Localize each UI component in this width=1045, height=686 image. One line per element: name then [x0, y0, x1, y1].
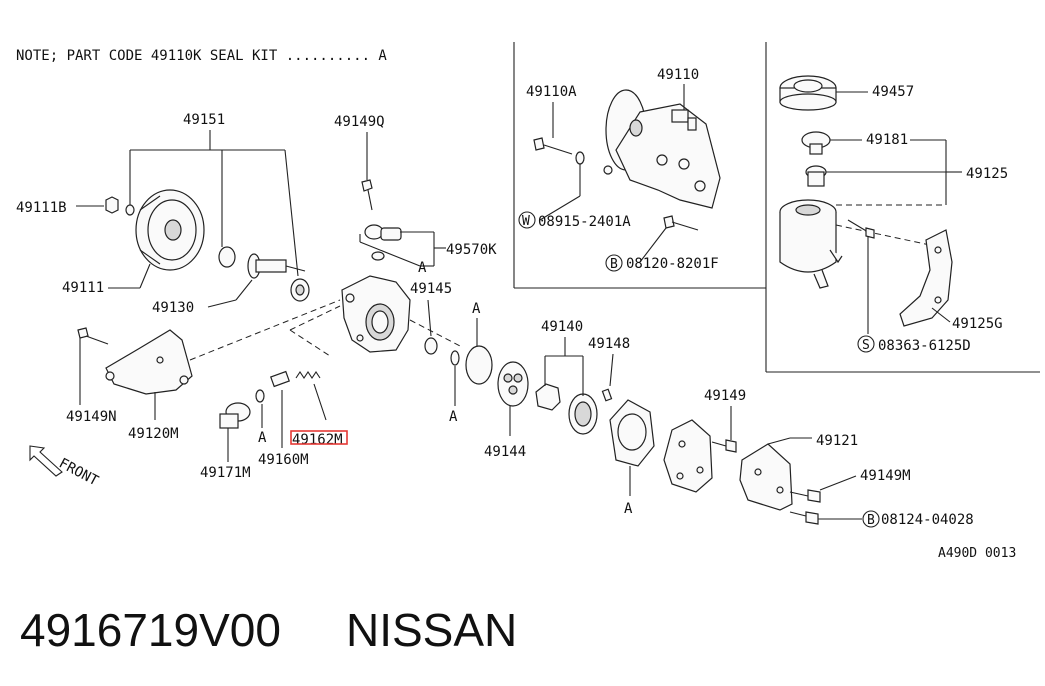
- label-49125g: 49125G: [952, 316, 1003, 332]
- screw-08363: [847, 219, 875, 239]
- o-ring-49145: [424, 337, 438, 355]
- union-fitting-49570k: [364, 224, 402, 261]
- highlight-box-49162m: [290, 430, 348, 445]
- label-49121: 49121: [816, 433, 858, 449]
- rotor-set-49140: [535, 383, 598, 435]
- label-49148: 49148: [588, 336, 630, 352]
- label-49111: 49111: [62, 280, 104, 296]
- seal-kit-mark-a1: A: [418, 260, 427, 276]
- oil-seal: [290, 278, 310, 302]
- label-49570k: 49570K: [446, 242, 497, 258]
- label-49457: 49457: [872, 84, 914, 100]
- plug-49171m: [219, 402, 251, 429]
- label-49144: 49144: [484, 444, 526, 460]
- callout-49151-leader: [129, 130, 299, 277]
- bolt-49149: [711, 439, 737, 453]
- gasket: [609, 399, 655, 467]
- seal-kit-mark-a5: A: [624, 501, 633, 517]
- label-49151: 49151: [183, 112, 225, 128]
- label-49140: 49140: [541, 319, 583, 335]
- part-number: 4916719V00: [20, 604, 281, 656]
- mark-s-circle: [857, 335, 875, 353]
- pump-body: [341, 275, 411, 353]
- bolt-49149q: [361, 179, 373, 211]
- label-49130: 49130: [152, 300, 194, 316]
- snap-ring: [218, 246, 236, 268]
- seal-kit-mark-a4: A: [449, 409, 458, 425]
- cap-49181: [801, 131, 831, 155]
- mark-b-circle-2: [605, 254, 623, 272]
- pulley-49111: [135, 189, 205, 271]
- bolt-49149n: [77, 327, 109, 345]
- flow-valve-49160m: [270, 370, 290, 388]
- bracket-49120m: [105, 329, 193, 395]
- side-plate-49144: [497, 361, 529, 407]
- label-49162m: 49162M: [292, 432, 343, 448]
- label-49125: 49125: [966, 166, 1008, 182]
- label-49181: 49181: [866, 132, 908, 148]
- seal-o-ring-small: [255, 389, 265, 403]
- brand-name: NISSAN: [346, 604, 517, 656]
- reservoir-tank-49125: [779, 199, 843, 289]
- filter-element: [805, 165, 827, 187]
- bracket-49121: [739, 443, 793, 511]
- spring-49162m: [295, 371, 321, 379]
- label-49110a: 49110A: [526, 84, 577, 100]
- label-49110: 49110: [657, 67, 699, 83]
- bolt-49149m: [789, 489, 821, 503]
- mark-b-1: B: [867, 513, 875, 528]
- pump-assembly-49110: [603, 89, 721, 209]
- front-direction-arrow: [29, 445, 63, 477]
- bolt-08120: [663, 215, 699, 231]
- shaft-49130: [247, 253, 306, 279]
- label-49111b: 49111B: [16, 200, 67, 216]
- seal-o-ring-thin: [450, 350, 460, 366]
- mark-b-2: B: [610, 257, 618, 272]
- seal-kit-mark-a3: A: [472, 301, 481, 317]
- mark-w: W: [522, 214, 530, 229]
- seal-ring-large: [465, 345, 493, 385]
- inset-frames: [513, 42, 1040, 373]
- figure-code: A490D 0013: [938, 546, 1016, 561]
- label-08915-2401a: 08915-2401A: [538, 214, 631, 230]
- washer-08915: [575, 151, 585, 165]
- nut-49111b: [105, 196, 135, 216]
- reservoir-bracket-49125g: [899, 229, 953, 327]
- label-49160m: 49160M: [258, 452, 309, 468]
- label-49149n: 49149N: [66, 409, 117, 425]
- label-49149q: 49149Q: [334, 114, 385, 130]
- bolt-49110a: [533, 137, 573, 155]
- label-49171m: 49171M: [200, 465, 251, 481]
- reservoir-cap-49457: [779, 75, 837, 111]
- mark-b-circle-1: [862, 510, 880, 528]
- label-49149: 49149: [704, 388, 746, 404]
- label-08363-6125d: 08363-6125D: [878, 338, 971, 354]
- label-08124-04028: 08124-04028: [881, 512, 974, 528]
- label-49145: 49145: [410, 281, 452, 297]
- label-49120m: 49120M: [128, 426, 179, 442]
- label-08120-8201f: 08120-8201F: [626, 256, 719, 272]
- front-label: FRONT: [56, 455, 101, 489]
- rear-cover: [663, 419, 713, 493]
- label-49149m: 49149M: [860, 468, 911, 484]
- seal-kit-note: NOTE; PART CODE 49110K SEAL KIT ........…: [16, 48, 387, 64]
- mark-s: S: [862, 338, 870, 353]
- bolt-08124-04028: [789, 511, 819, 525]
- pin-49148: [601, 388, 613, 402]
- mark-w-circle: [518, 211, 536, 229]
- seal-kit-mark-a2: A: [258, 430, 267, 446]
